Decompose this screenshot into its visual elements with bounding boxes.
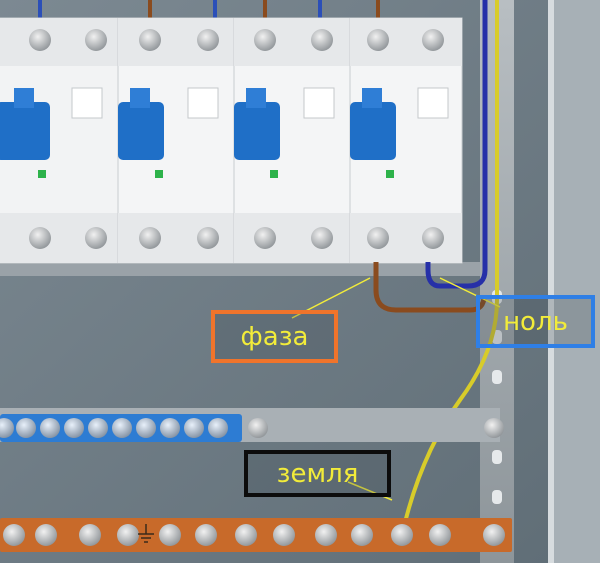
earth-wire-vertical (400, 0, 499, 536)
vertical-rail-holes (492, 290, 502, 504)
din-rail (0, 262, 480, 276)
breaker-module-4 (349, 17, 463, 264)
neutral-label: ноль (503, 306, 568, 337)
enclosure-right-edge (548, 0, 554, 563)
breaker-module-3 (233, 17, 351, 264)
neutral-label-box: ноль (476, 295, 595, 348)
neutral-bus-screws (0, 418, 504, 438)
phase-label: фаза (240, 321, 309, 352)
breaker-module-1 (0, 17, 119, 264)
earth-label-box: земля (244, 450, 391, 497)
top-wires (38, 0, 380, 18)
ground-symbol-icon (138, 524, 154, 543)
phase-wire (373, 262, 487, 313)
earth-bus-screws (3, 524, 505, 546)
earth-label: земля (276, 458, 359, 489)
breaker-module-2 (117, 17, 235, 264)
phase-label-box: фаза (211, 310, 338, 363)
neutral-wire-vertical (425, 0, 488, 289)
enclosure-right-wall (548, 0, 600, 563)
